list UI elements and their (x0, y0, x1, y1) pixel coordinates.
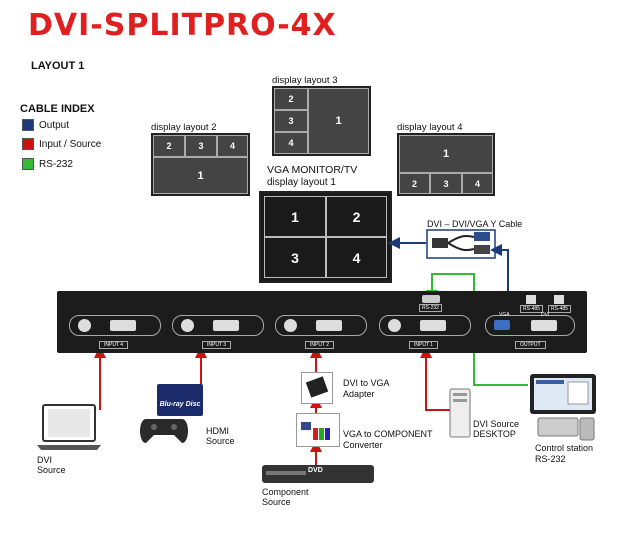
layout4-cell: 1 (399, 135, 493, 173)
rs485-label: RS-485 (548, 305, 571, 313)
monitor-label-1: VGA MONITOR/TV (267, 164, 358, 176)
layout2-cell: 1 (153, 157, 248, 194)
monitor-cell: 3 (264, 237, 326, 278)
svideo-jack-icon (78, 319, 91, 332)
output-label: OUTPUT (515, 341, 546, 349)
dvi-port-icon (110, 320, 136, 331)
control-station-label-1: Control station (535, 443, 594, 453)
layout2-cell: 3 (185, 135, 217, 157)
adapter-label-1: DVI to VGA (343, 378, 390, 388)
bluray-icon: Blu-ray Disc (157, 384, 203, 416)
rs232-label: RS-232 (419, 304, 442, 312)
page-title: DVI-SPLITPRO-4X (28, 8, 337, 43)
layout4-cell: 4 (462, 173, 493, 194)
dvi-port-icon (420, 320, 446, 331)
display-layout-3: 2 3 4 1 (272, 86, 371, 156)
game-controller-icon (140, 419, 188, 443)
y-cable-icon (426, 229, 496, 259)
output-swatch (22, 119, 34, 131)
monitor-cell: 1 (264, 196, 326, 237)
monitor-cell: 4 (326, 237, 387, 278)
monitor-label-2: display layout 1 (267, 177, 336, 188)
input-label: INPUT 4 (99, 341, 129, 349)
hdmi-source-label-2: Source (206, 436, 235, 446)
rs232-port-icon (422, 295, 440, 303)
layout3-cell: 4 (274, 132, 308, 154)
vga-port-icon (494, 320, 510, 330)
rs485-label: RS-485 (520, 305, 543, 313)
layout3-cell: 1 (308, 88, 369, 154)
hdmi-source-label-1: HDMI (206, 426, 229, 436)
splitter-device: INPUT 4 INPUT 3 INPUT 2 INPUT 1 RS-232 R… (57, 291, 587, 353)
input-label: INPUT 2 (305, 341, 335, 349)
cable-index-label: Output (39, 119, 70, 131)
cable-index-heading: CABLE INDEX (20, 103, 95, 115)
desktop-label-2: DESKTOP (473, 429, 516, 439)
layout3-label: display layout 3 (272, 75, 338, 86)
layout3-cell: 2 (274, 88, 308, 110)
layout2-label: display layout 2 (151, 122, 217, 133)
y-cable-label: DVI – DVI/VGA Y Cable (427, 219, 523, 229)
dvi-source-label-1: DVI (37, 455, 53, 465)
desktop-tower-icon (449, 388, 471, 438)
display-layout-4: 1 2 3 4 (397, 133, 495, 196)
converter-label-1: VGA to COMPONENT (343, 429, 433, 439)
converter-label-2: Converter (343, 440, 383, 450)
output-port (485, 315, 575, 336)
dvi-port-icon (531, 320, 557, 331)
cable-index-output: Output (22, 119, 69, 131)
cable-index-input: Input / Source (22, 138, 101, 150)
layout4-cell: 2 (399, 173, 430, 194)
input-port-3 (172, 315, 264, 336)
adapter-label-2: Adapter (343, 389, 375, 399)
input-port-2 (275, 315, 367, 336)
dvi-vga-adapter-icon (301, 372, 333, 404)
svideo-jack-icon (284, 319, 297, 332)
desktop-label-1: DVI Source (473, 419, 520, 429)
dvi-port-icon (213, 320, 239, 331)
layout2-cell: 2 (153, 135, 185, 157)
monitor-cell: 2 (326, 196, 387, 237)
layout4-cell: 3 (430, 173, 462, 194)
input-swatch (22, 138, 34, 150)
layout-subtitle: LAYOUT 1 (31, 60, 85, 72)
layout4-label: display layout 4 (397, 122, 463, 133)
rs485-port-icon (526, 295, 536, 304)
rs485-port-icon (554, 295, 564, 304)
component-source-label-1: Component (262, 487, 309, 497)
component-source-label-2: Source (262, 497, 291, 507)
svideo-jack-icon (181, 319, 194, 332)
cable-index-label: Input / Source (39, 138, 102, 150)
vga-monitor: 1 2 3 4 (259, 191, 392, 283)
laptop-icon (37, 404, 101, 450)
input-port-1 (379, 315, 471, 336)
layout2-cell: 4 (217, 135, 248, 157)
cable-index-rs232: RS-232 (22, 158, 73, 170)
control-station-label-2: RS-232 (535, 454, 566, 464)
vga-label: VGA (499, 312, 510, 318)
control-station-icon (530, 374, 596, 441)
dvd-logo: DVD (308, 467, 323, 474)
vga-component-converter-icon (296, 413, 340, 447)
svideo-jack-icon (388, 319, 401, 332)
input-label: INPUT 1 (409, 341, 439, 349)
input-port-4 (69, 315, 161, 336)
rs232-swatch (22, 158, 34, 170)
dvi-port-icon (316, 320, 342, 331)
dvi-label: DVI (541, 312, 550, 318)
cable-index-label: RS-232 (39, 158, 73, 170)
dvd-player-icon: DVD (262, 465, 374, 483)
bluray-text: Blu-ray Disc (159, 401, 201, 408)
display-layout-2: 2 3 4 1 (151, 133, 250, 196)
layout3-cell: 3 (274, 110, 308, 132)
dvi-source-label-2: Source (37, 465, 66, 475)
input-label: INPUT 3 (202, 341, 232, 349)
